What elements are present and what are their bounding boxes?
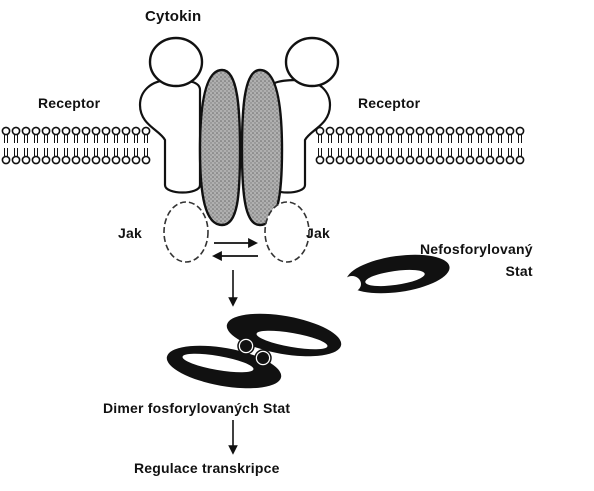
lipid-head bbox=[346, 156, 353, 163]
lipid-head bbox=[506, 156, 513, 163]
lipid-head bbox=[22, 127, 29, 134]
receptor-left bbox=[140, 38, 202, 193]
lipid-head bbox=[82, 127, 89, 134]
lipid-head bbox=[446, 156, 453, 163]
lipid-head bbox=[72, 127, 79, 134]
unphosphorylated-stat-label-line1: Nefosforylovaný bbox=[420, 238, 533, 260]
lipid-head bbox=[102, 156, 109, 163]
lipid-head bbox=[132, 127, 139, 134]
dimer-label: Dimer fosforylovaných Stat bbox=[103, 400, 290, 416]
chain-right bbox=[242, 70, 282, 225]
lipid-head bbox=[436, 127, 443, 134]
lipid-head bbox=[516, 156, 523, 163]
transcription-regulation-label: Regulace transkripce bbox=[134, 460, 280, 476]
lipid-head bbox=[356, 156, 363, 163]
lipid-head bbox=[426, 156, 433, 163]
lipid-head bbox=[12, 156, 19, 163]
cytokine-ligand-left bbox=[150, 38, 202, 86]
lipid-head bbox=[52, 156, 59, 163]
lipid-head bbox=[376, 156, 383, 163]
unphosphorylated-stat-label: Nefosforylovaný Stat bbox=[420, 238, 533, 282]
lipid-head bbox=[416, 127, 423, 134]
receptor-left-label: Receptor bbox=[38, 95, 100, 111]
lipid-head bbox=[92, 156, 99, 163]
lipid-head bbox=[2, 156, 9, 163]
lipid-head bbox=[62, 156, 69, 163]
lipid-head bbox=[102, 127, 109, 134]
receptor-chains bbox=[200, 70, 282, 225]
lipid-head bbox=[506, 127, 513, 134]
lipid-head bbox=[132, 156, 139, 163]
lipid-head bbox=[406, 127, 413, 134]
lipid-head bbox=[486, 127, 493, 134]
transphosphorylation-arrows bbox=[214, 240, 258, 260]
lipid-head bbox=[72, 156, 79, 163]
lipid-head bbox=[516, 127, 523, 134]
lipid-head bbox=[92, 127, 99, 134]
arrow-to-dimer bbox=[230, 270, 237, 305]
lipid-head bbox=[396, 156, 403, 163]
lipid-head bbox=[42, 156, 49, 163]
receptor-right-label: Receptor bbox=[358, 95, 420, 111]
lipid-head bbox=[12, 127, 19, 134]
lipid-head bbox=[22, 156, 29, 163]
lipid-head bbox=[366, 156, 373, 163]
lipid-head bbox=[496, 156, 503, 163]
lipid-head bbox=[326, 127, 333, 134]
lipid-head bbox=[112, 156, 119, 163]
lipid-head bbox=[112, 127, 119, 134]
unphosphorylated-stat-label-line2: Stat bbox=[420, 260, 533, 282]
lipid-head bbox=[416, 156, 423, 163]
cytokine-label: Cytokin bbox=[145, 8, 201, 25]
jak-left-label: Jak bbox=[118, 225, 142, 241]
jak-right-label: Jak bbox=[306, 225, 330, 241]
lipid-head bbox=[346, 127, 353, 134]
lipid-head bbox=[122, 156, 129, 163]
lipid-head bbox=[336, 127, 343, 134]
lipid-head bbox=[436, 156, 443, 163]
lipid-head bbox=[62, 127, 69, 134]
lipid-head bbox=[386, 156, 393, 163]
lipid-head bbox=[42, 127, 49, 134]
lipid-head bbox=[336, 156, 343, 163]
arrow-to-transcription bbox=[230, 420, 237, 453]
lipid-head bbox=[82, 156, 89, 163]
jak-left bbox=[164, 202, 208, 262]
lipid-head bbox=[426, 127, 433, 134]
lipid-head bbox=[2, 127, 9, 134]
lipid-head bbox=[366, 127, 373, 134]
lipid-head bbox=[406, 156, 413, 163]
jak-right bbox=[265, 202, 309, 262]
lipid-head bbox=[396, 127, 403, 134]
lipid-head bbox=[386, 127, 393, 134]
lipid-head bbox=[376, 127, 383, 134]
lipid-head bbox=[356, 127, 363, 134]
lipid-head bbox=[142, 156, 149, 163]
phosphorylated-stat-dimer bbox=[164, 306, 345, 396]
lipid-head bbox=[326, 156, 333, 163]
cytokine-ligand-right bbox=[286, 38, 338, 86]
chain-left bbox=[200, 70, 240, 225]
lipid-head bbox=[496, 127, 503, 134]
lipid-head bbox=[456, 156, 463, 163]
lipid-head bbox=[486, 156, 493, 163]
lipid-head bbox=[142, 127, 149, 134]
lipid-head bbox=[466, 127, 473, 134]
lipid-head bbox=[122, 127, 129, 134]
lipid-head bbox=[446, 127, 453, 134]
lipid-head bbox=[52, 127, 59, 134]
lipid-head bbox=[316, 156, 323, 163]
lipid-head bbox=[476, 156, 483, 163]
lipid-head bbox=[32, 127, 39, 134]
lipid-head bbox=[476, 127, 483, 134]
lipid-head bbox=[466, 156, 473, 163]
lipid-head bbox=[32, 156, 39, 163]
lipid-head bbox=[456, 127, 463, 134]
